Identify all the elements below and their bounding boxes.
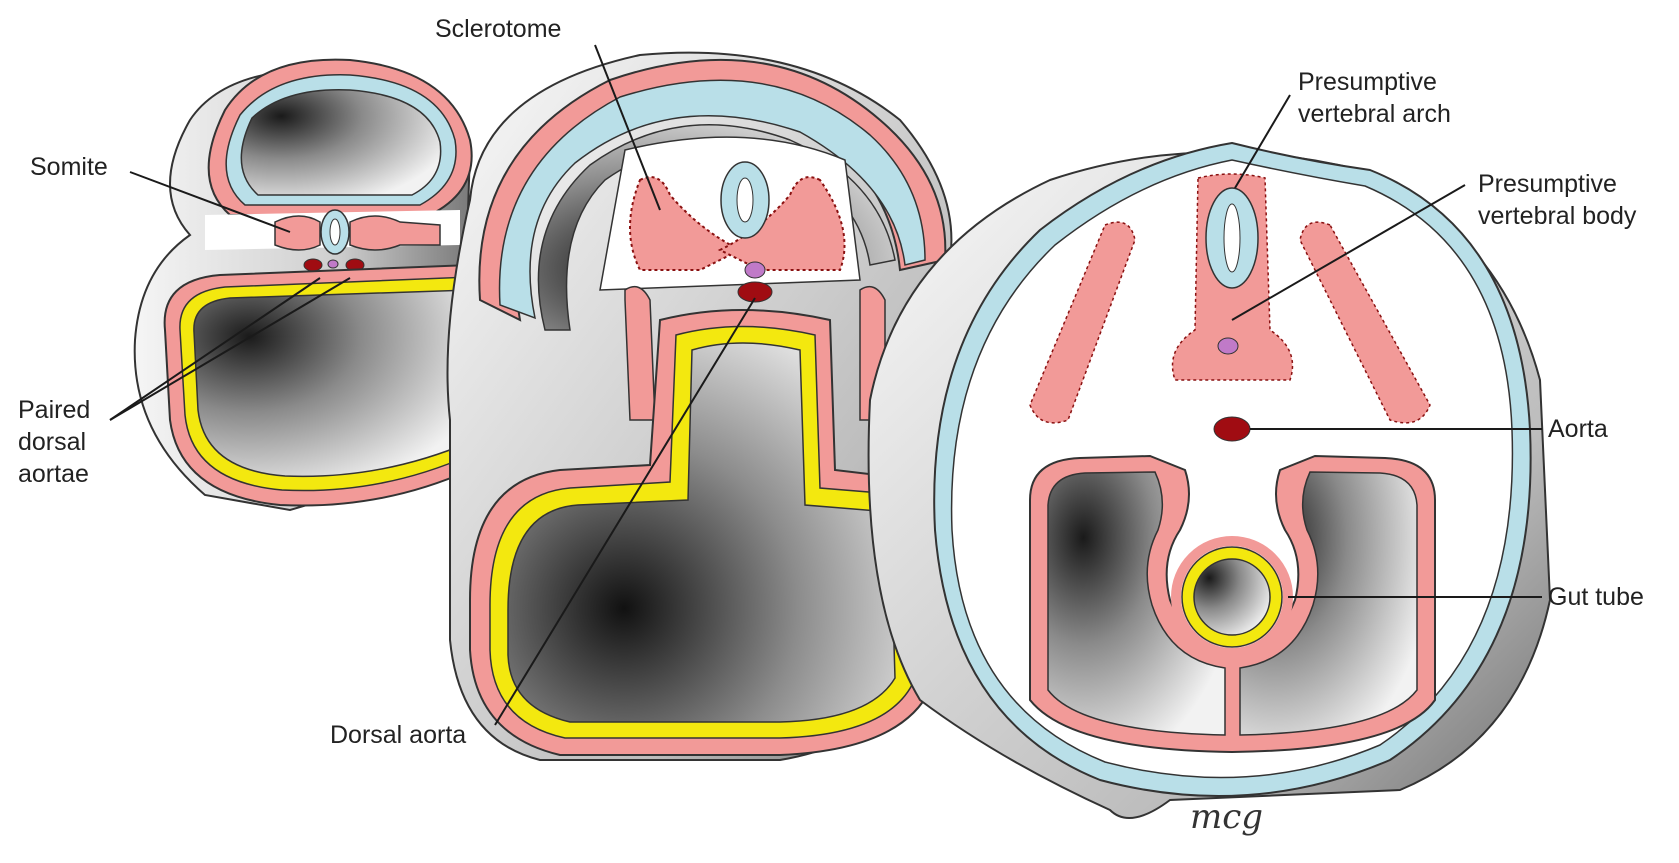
label-body-line1: Presumptive — [1478, 170, 1617, 198]
label-somite: Somite — [30, 153, 108, 181]
section3-aorta — [1214, 417, 1250, 441]
label-aorta: Aorta — [1548, 415, 1608, 443]
label-paired-line3: aortae — [18, 460, 89, 488]
section1-notochord — [328, 260, 338, 268]
section1-yolk-sac-cavity — [194, 290, 470, 476]
label-presumptive-vertebral-body: Presumptive vertebral body — [1478, 170, 1637, 230]
label-paired-line2: dorsal — [18, 428, 86, 456]
label-presumptive-vertebral-arch: Presumptive vertebral arch — [1298, 68, 1451, 128]
section-early-embryo — [135, 60, 472, 510]
label-gut-tube: Gut tube — [1548, 583, 1644, 611]
label-body-line2: vertebral body — [1478, 202, 1637, 230]
label-dorsal-aorta: Dorsal aorta — [330, 721, 466, 749]
section2-notochord — [745, 262, 765, 278]
section1-amniotic-cavity — [241, 90, 440, 195]
label-sclerotome: Sclerotome — [435, 15, 561, 43]
section2-neural-tube-lumen — [737, 178, 753, 222]
section1-somite-left — [275, 216, 320, 250]
artist-signature: mcg — [1190, 797, 1263, 837]
section2-lateral-mesoderm-left — [625, 287, 655, 420]
section3-neural-tube-lumen — [1224, 204, 1240, 272]
section1-neural-tube-lumen — [330, 219, 340, 245]
label-paired-line1: Paired — [18, 396, 90, 424]
section1-dorsal-aorta-left — [304, 259, 322, 271]
label-arch-line2: vertebral arch — [1298, 100, 1451, 128]
section3-notochord — [1218, 338, 1238, 354]
section3-gut-lumen — [1194, 559, 1270, 635]
label-paired-dorsal-aortae: Paired dorsal aortae — [18, 396, 97, 488]
section-later-embryo: mcg — [869, 143, 1550, 837]
label-arch-line1: Presumptive — [1298, 68, 1437, 96]
